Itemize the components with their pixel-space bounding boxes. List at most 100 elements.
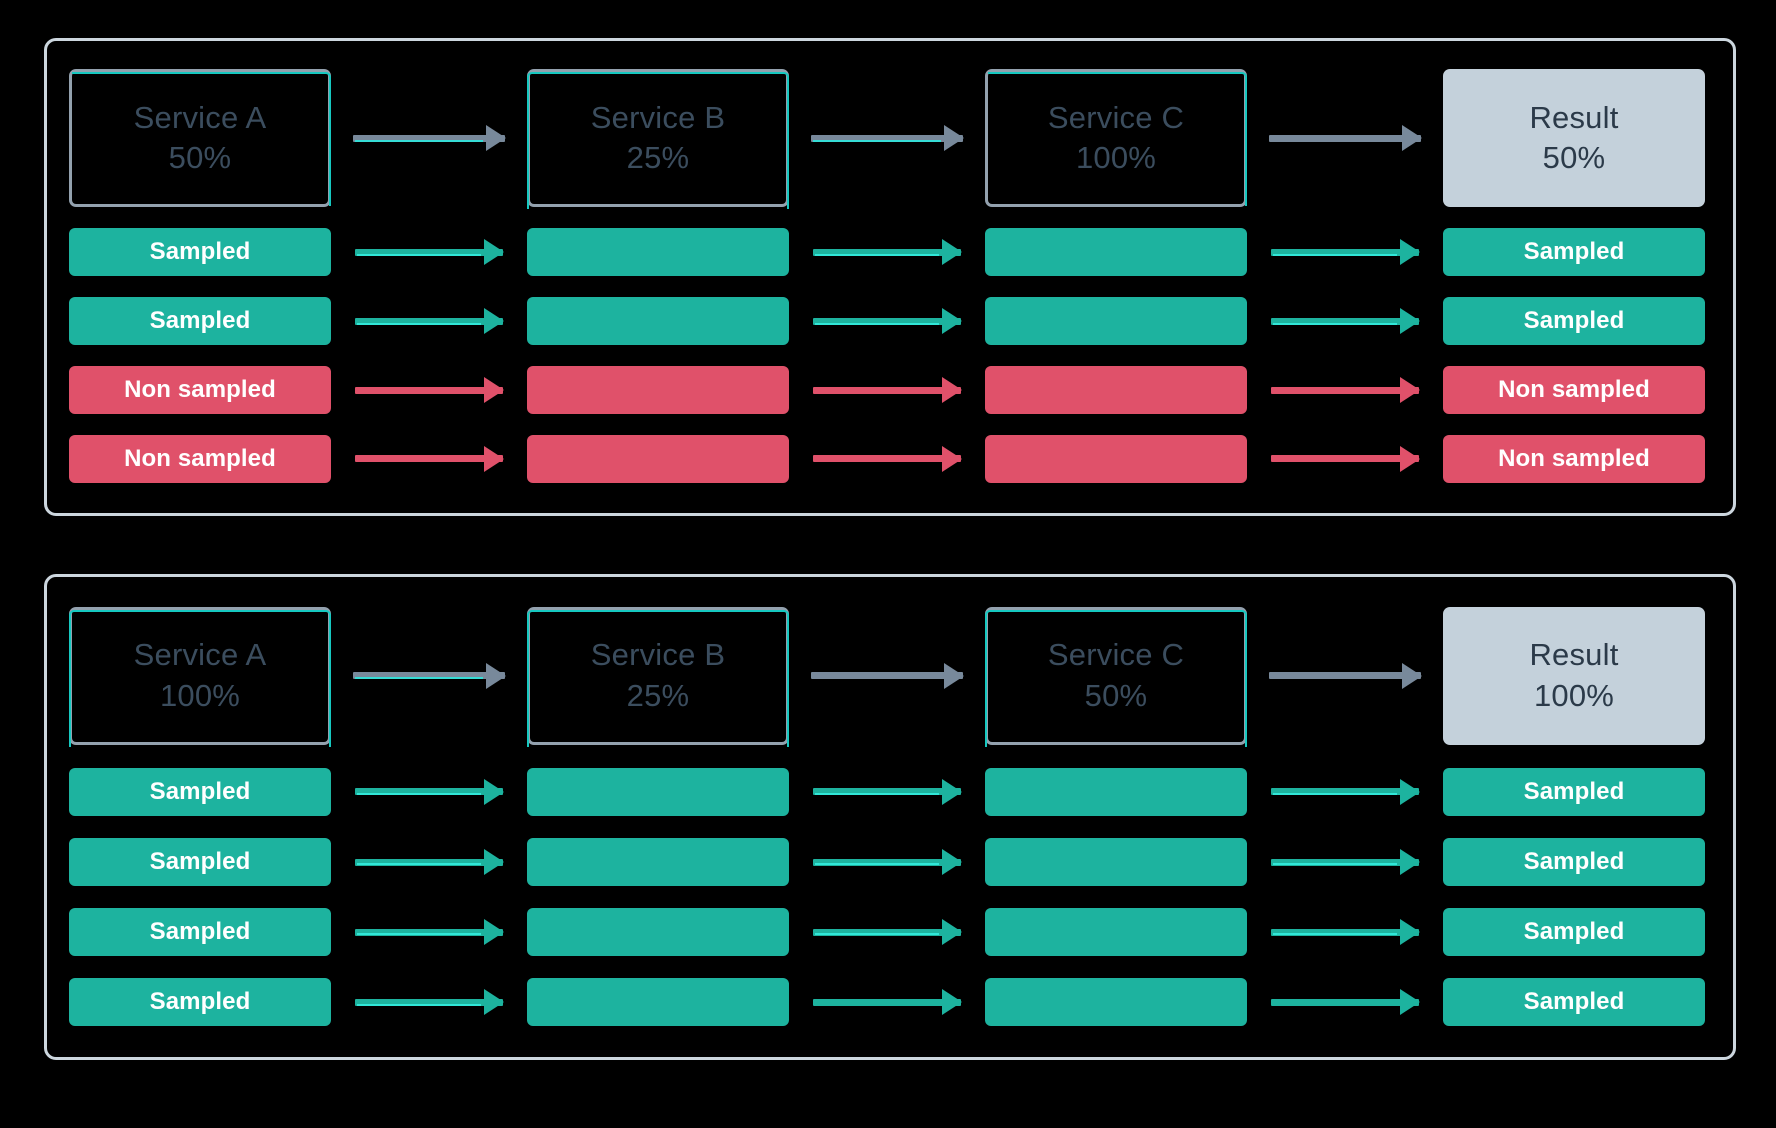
spacer bbox=[69, 283, 1707, 291]
status-bar bbox=[527, 908, 789, 957]
status-bar bbox=[527, 366, 789, 415]
trace-arrow bbox=[813, 849, 962, 876]
arrow-glint bbox=[357, 1003, 481, 1006]
arrow-head bbox=[1400, 377, 1420, 404]
spacer bbox=[69, 351, 1707, 359]
arrow-glint bbox=[357, 793, 481, 796]
spacer bbox=[69, 963, 1707, 972]
trace-arrow bbox=[1271, 377, 1420, 404]
status-bar bbox=[985, 366, 1247, 415]
flow-arrow-c-to-result bbox=[1269, 662, 1422, 689]
status-bar: Sampled bbox=[1443, 228, 1705, 277]
arrow-shaft bbox=[813, 998, 961, 1006]
trace-row: Sampled Sampled bbox=[69, 901, 1707, 962]
status-bar: Sampled bbox=[69, 978, 331, 1027]
arrow-glint bbox=[815, 793, 939, 796]
arrow-shaft bbox=[813, 858, 961, 866]
status-bar: Sampled bbox=[1443, 978, 1705, 1027]
arrow-glint bbox=[357, 863, 481, 866]
arrow-head bbox=[484, 989, 504, 1016]
trace-row: Sampled Sampled bbox=[69, 761, 1707, 822]
arrow-shaft bbox=[813, 788, 961, 796]
arrow-shaft bbox=[1271, 248, 1419, 256]
arrow-glint bbox=[1273, 253, 1397, 256]
arrow-head bbox=[1400, 919, 1420, 946]
spacer bbox=[69, 420, 1707, 428]
arrow-shaft bbox=[1271, 455, 1419, 463]
arrow-head bbox=[942, 849, 962, 876]
arrow-head bbox=[1400, 239, 1420, 266]
arrow-shaft bbox=[1269, 672, 1421, 680]
arrow-head bbox=[484, 778, 504, 805]
arrow-head bbox=[942, 377, 962, 404]
arrow-head bbox=[1400, 778, 1420, 805]
arrow-shaft bbox=[355, 248, 503, 256]
arrow-glint bbox=[815, 933, 939, 936]
arrow-glint bbox=[355, 139, 483, 142]
status-bar: Sampled bbox=[1443, 908, 1705, 957]
status-bar bbox=[985, 838, 1247, 887]
arrow-head bbox=[942, 778, 962, 805]
service-row: Service A 100% Service B 25% Service C 5… bbox=[69, 599, 1707, 753]
arrow-head bbox=[1402, 125, 1422, 152]
arrow-glint bbox=[1273, 322, 1397, 325]
service-name: Service C bbox=[1047, 637, 1185, 673]
result-name: Result bbox=[1529, 99, 1619, 135]
trace-arrow bbox=[1271, 308, 1420, 335]
status-bar: Sampled bbox=[69, 908, 331, 957]
arrow-shaft bbox=[811, 672, 963, 680]
spacer bbox=[69, 893, 1707, 902]
arrow-glint bbox=[1273, 863, 1397, 866]
arrow-head bbox=[1400, 445, 1420, 472]
status-bar: Non sampled bbox=[69, 434, 331, 483]
arrow-shaft bbox=[1271, 998, 1419, 1006]
arrow-glint bbox=[357, 322, 481, 325]
arrow-shaft bbox=[1271, 928, 1419, 936]
arrow-shaft bbox=[1271, 788, 1419, 796]
service-box-c: Service C 50% bbox=[985, 606, 1247, 747]
flow-arrow-c-to-result bbox=[1269, 125, 1422, 152]
arrow-shaft bbox=[355, 998, 503, 1006]
status-bar bbox=[985, 908, 1247, 957]
arrow-head bbox=[942, 445, 962, 472]
arrow-head bbox=[1400, 989, 1420, 1016]
status-bar bbox=[527, 434, 789, 483]
arrow-shaft bbox=[1269, 134, 1421, 142]
status-bar: Sampled bbox=[69, 297, 331, 346]
status-bar bbox=[527, 978, 789, 1027]
arrow-shaft bbox=[355, 928, 503, 936]
service-percent: 50% bbox=[168, 140, 232, 176]
trace-arrow bbox=[813, 989, 962, 1016]
status-bar bbox=[985, 767, 1247, 816]
trace-row: Sampled Sampled bbox=[69, 222, 1707, 282]
trace-arrow bbox=[1271, 919, 1420, 946]
service-percent: 25% bbox=[626, 140, 690, 176]
result-percent: 50% bbox=[1542, 140, 1606, 176]
status-bar: Non sampled bbox=[69, 366, 331, 415]
status-bar: Sampled bbox=[1443, 297, 1705, 346]
arrow-shaft bbox=[355, 858, 503, 866]
panel-bottom: Service A 100% Service B 25% Service C 5… bbox=[44, 574, 1736, 1060]
arrow-shaft bbox=[1271, 317, 1419, 325]
service-box-b: Service B 25% bbox=[527, 69, 789, 210]
arrow-head bbox=[942, 989, 962, 1016]
arrow-shaft bbox=[1271, 386, 1419, 394]
trace-arrow bbox=[813, 377, 962, 404]
arrow-shaft bbox=[355, 788, 503, 796]
flow-arrow-a-to-b bbox=[353, 125, 506, 152]
arrow-head bbox=[486, 662, 506, 689]
result-percent: 100% bbox=[1533, 677, 1615, 713]
status-bar bbox=[527, 228, 789, 277]
service-name: Service A bbox=[133, 637, 267, 673]
service-name: Service C bbox=[1047, 99, 1185, 135]
trace-row: Sampled Sampled bbox=[69, 291, 1707, 351]
status-bar: Non sampled bbox=[1443, 434, 1705, 483]
arrow-shaft bbox=[813, 248, 961, 256]
trace-arrow bbox=[1271, 778, 1420, 805]
trace-row: Non sampled Non sampled bbox=[69, 360, 1707, 420]
flow-arrow-b-to-c bbox=[811, 662, 964, 689]
spacer bbox=[69, 214, 1707, 222]
service-box-b: Service B 25% bbox=[527, 606, 789, 747]
arrow-glint bbox=[813, 139, 941, 142]
